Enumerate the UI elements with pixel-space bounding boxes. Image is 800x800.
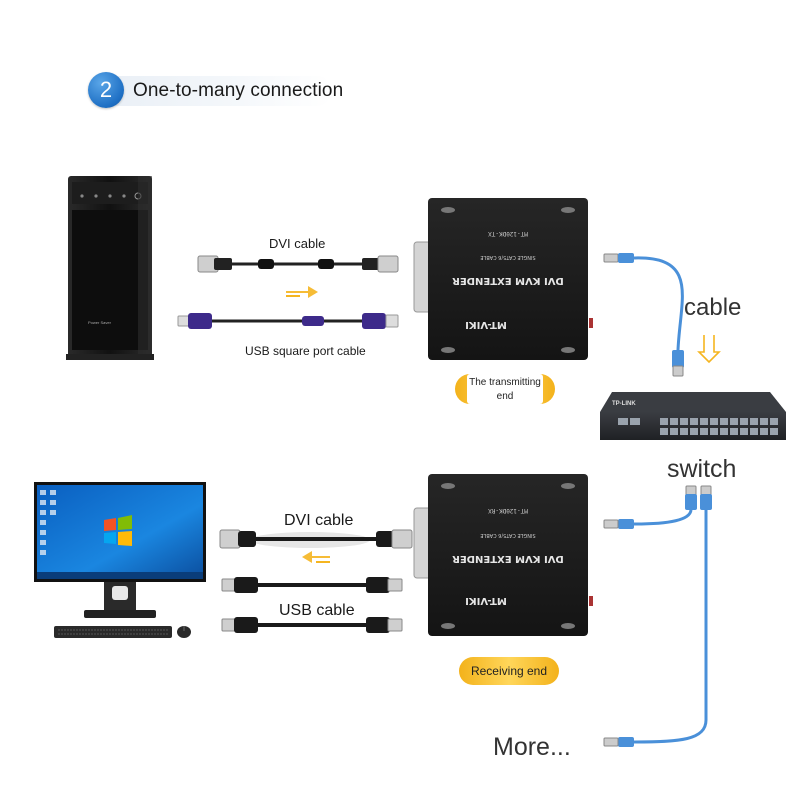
rx-tag-label: Receiving end	[470, 664, 548, 678]
svg-text:MT-120DK-TX: MT-120DK-TX	[488, 230, 528, 237]
keyboard-icon	[54, 626, 172, 638]
usb-cable-bottom-2-icon	[221, 617, 403, 633]
tx-tag-inner	[467, 374, 543, 404]
step-number-badge: 2	[88, 72, 124, 108]
usb-cable-bottom-label: USB cable	[279, 602, 355, 619]
cable-label: cable	[684, 294, 742, 321]
flow-arrow-top-icon	[286, 286, 318, 298]
rx-tag-background	[459, 657, 559, 685]
flow-arrow-down-icon	[697, 335, 721, 364]
page-title: One-to-many connection	[133, 80, 344, 101]
svg-text:DVI KVM EXTENDER: DVI KVM EXTENDER	[452, 275, 564, 286]
svg-text:MT-VIKI: MT-VIKI	[465, 319, 507, 330]
usb-square-cable-icon	[177, 313, 399, 329]
flow-arrow-left-icon	[302, 551, 330, 563]
dvi-cable-top-label: DVI cable	[269, 236, 326, 251]
pc-tower-icon: Power Saver	[66, 176, 154, 360]
dvi-cable-bottom-icon	[219, 529, 413, 549]
ethernet-cable-more-icon	[603, 485, 712, 747]
svg-text:TP-LINK: TP-LINK	[612, 401, 636, 407]
svg-text:MT-120DK-RX: MT-120DK-RX	[488, 507, 528, 514]
svg-text:DVI KVM EXTENDER: DVI KVM EXTENDER	[452, 553, 564, 564]
receiver-box-icon: MT-120DK-RX SINGLE CAT5/6 CABLE DVI KVM …	[413, 474, 593, 636]
windows-logo-icon	[104, 515, 132, 546]
mouse-icon	[177, 626, 191, 638]
switch-label: switch	[667, 455, 737, 483]
more-label: More...	[493, 733, 571, 761]
transmitter-box-icon: MT-120DK-TX SINGLE CAT5/6 CABLE DVI KVM …	[413, 198, 593, 360]
usb-cable-top-label: USB square port cable	[245, 344, 366, 358]
header-pill	[104, 76, 332, 106]
monitor-icon	[34, 482, 206, 618]
tx-tag-label: The transmitting end	[469, 377, 541, 402]
dvi-cable-bottom-label: DVI cable	[284, 512, 354, 529]
svg-text:MT-VIKI: MT-VIKI	[465, 595, 507, 606]
svg-text:SINGLE CAT5/6 CABLE: SINGLE CAT5/6 CABLE	[480, 532, 535, 538]
network-switch-icon: TP-LINK	[600, 392, 786, 440]
dvi-cable-top-icon	[197, 255, 399, 273]
svg-text:SINGLE CAT5/6 CABLE: SINGLE CAT5/6 CABLE	[480, 254, 535, 260]
ethernet-cable-rx-icon	[603, 485, 697, 529]
usb-cable-bottom-1-icon	[221, 577, 403, 593]
svg-text:Power Saver: Power Saver	[88, 320, 112, 325]
ethernet-cable-tx-icon	[603, 253, 684, 377]
